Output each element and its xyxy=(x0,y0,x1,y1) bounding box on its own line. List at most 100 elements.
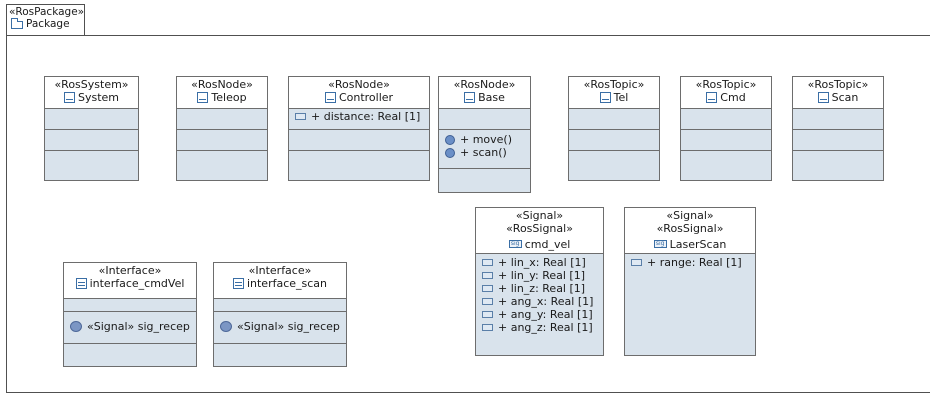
nested-compartment xyxy=(569,151,659,172)
attribute-compartment xyxy=(177,109,267,130)
class-name: Scan xyxy=(831,91,859,104)
attribute-row[interactable]: + ang_y: Real [1] xyxy=(476,308,603,321)
class-base[interactable]: «RosNode» Base + move() + scan() xyxy=(438,76,531,193)
class-system[interactable]: «RosSystem» System xyxy=(44,76,139,181)
class-name: Base xyxy=(478,91,505,104)
package-icon xyxy=(11,18,23,29)
operation-compartment xyxy=(681,130,771,151)
class-stereotype: «RosTopic» xyxy=(583,78,645,91)
reception-compartment: «Signal» sig_recep xyxy=(214,312,346,344)
attribute-compartment: + distance: Real [1] xyxy=(289,109,429,130)
attribute-row[interactable]: + ang_z: Real [1] xyxy=(476,321,603,334)
attribute-label: + distance: Real [1] xyxy=(311,110,421,123)
class-stereotype: «RosNode» xyxy=(328,78,390,91)
class-name: Cmd xyxy=(720,91,746,104)
operation-compartment xyxy=(289,130,429,151)
signal-name: cmd_vel xyxy=(524,237,571,251)
property-icon xyxy=(482,284,493,292)
attribute-label: + ang_x: Real [1] xyxy=(498,294,594,308)
property-icon xyxy=(482,271,493,279)
class-tel[interactable]: «RosTopic» Tel xyxy=(568,76,660,181)
property-icon xyxy=(482,258,493,266)
operation-icon xyxy=(445,134,455,145)
attribute-row[interactable]: + distance: Real [1] xyxy=(289,110,429,123)
attribute-compartment xyxy=(681,109,771,130)
property-icon xyxy=(482,310,493,318)
package-tab[interactable]: «RosPackage» Package xyxy=(6,4,85,35)
reception-label: «Signal» sig_recep xyxy=(237,320,340,333)
class-name: Controller xyxy=(338,91,394,104)
interface-icon xyxy=(75,278,87,289)
attribute-compartment xyxy=(45,109,138,130)
interface-icon xyxy=(232,278,244,289)
reception-row[interactable]: «Signal» sig_recep xyxy=(64,320,196,333)
package-stereotype: «RosPackage» xyxy=(9,6,85,18)
nested-compartment xyxy=(214,344,346,363)
class-cmd[interactable]: «RosTopic» Cmd xyxy=(680,76,772,181)
nested-compartment xyxy=(439,169,530,188)
interface-name: interface_scan xyxy=(246,277,328,290)
attribute-label: + range: Real [1] xyxy=(647,255,742,269)
class-stereotype: «RosTopic» xyxy=(695,78,757,91)
class-name: System xyxy=(77,91,120,104)
attribute-label: + lin_z: Real [1] xyxy=(498,281,586,295)
package-name: Package xyxy=(26,18,70,30)
attribute-compartment xyxy=(214,299,346,312)
class-teleop[interactable]: «RosNode» Teleop xyxy=(176,76,268,181)
attribute-compartment xyxy=(64,299,196,312)
signal-stereotype: «Signal» xyxy=(515,209,564,222)
class-icon xyxy=(63,92,75,103)
class-scan[interactable]: «RosTopic» Scan xyxy=(792,76,884,181)
property-icon xyxy=(295,113,306,120)
interface-scan[interactable]: «Interface» interface_scan «Signal» sig_… xyxy=(213,262,347,367)
operation-label: + move() xyxy=(460,133,513,146)
class-icon xyxy=(817,92,829,103)
class-icon xyxy=(464,92,476,103)
class-name: Tel xyxy=(613,91,629,104)
reception-icon xyxy=(220,321,232,332)
reception-compartment: «Signal» sig_recep xyxy=(64,312,196,344)
operation-compartment xyxy=(177,130,267,151)
attribute-row[interactable]: + lin_y: Real [1] xyxy=(476,269,603,282)
attribute-compartment: + range: Real [1] xyxy=(625,254,755,270)
signal-stereotype: «Signal» xyxy=(666,209,714,222)
nested-compartment xyxy=(793,151,883,172)
class-stereotype: «RosSystem» xyxy=(54,78,129,91)
operation-compartment xyxy=(793,130,883,151)
class-icon xyxy=(599,92,611,103)
signal-icon: sig xyxy=(508,240,522,248)
attribute-compartment xyxy=(439,109,530,130)
attribute-label: + lin_y: Real [1] xyxy=(498,268,586,282)
signal-name: LaserScan xyxy=(669,237,727,251)
attribute-row[interactable]: + lin_z: Real [1] xyxy=(476,282,603,295)
attribute-row[interactable]: + range: Real [1] xyxy=(625,256,755,269)
interface-cmdvel[interactable]: «Interface» interface_cmdVel «Signal» si… xyxy=(63,262,197,367)
signal-stereotype: «RosSignal» xyxy=(506,222,573,235)
class-icon xyxy=(324,92,336,103)
operation-label: + scan() xyxy=(460,146,507,159)
property-icon xyxy=(482,323,493,331)
attribute-row[interactable]: + lin_x: Real [1] xyxy=(476,256,603,269)
nested-compartment xyxy=(177,151,267,172)
class-name: Teleop xyxy=(211,91,247,104)
interface-stereotype: «Interface» xyxy=(248,264,312,277)
operation-row[interactable]: + move() xyxy=(439,133,530,146)
attribute-label: + ang_z: Real [1] xyxy=(498,320,593,334)
property-icon xyxy=(631,258,642,266)
attribute-compartment xyxy=(569,109,659,130)
attribute-compartment: + lin_x: Real [1] + lin_y: Real [1] + li… xyxy=(476,254,603,335)
nested-compartment xyxy=(64,344,196,363)
reception-label: «Signal» sig_recep xyxy=(87,320,190,333)
operation-row[interactable]: + scan() xyxy=(439,146,530,159)
nested-compartment xyxy=(289,151,429,172)
attribute-row[interactable]: + ang_x: Real [1] xyxy=(476,295,603,308)
attribute-label: + ang_y: Real [1] xyxy=(498,307,593,321)
class-controller[interactable]: «RosNode» Controller + distance: Real [1… xyxy=(288,76,430,181)
signal-icon: sig xyxy=(653,240,667,248)
signal-stereotype: «RosSignal» xyxy=(656,222,724,235)
operation-icon xyxy=(445,147,455,158)
class-icon xyxy=(197,92,209,103)
reception-row[interactable]: «Signal» sig_recep xyxy=(214,320,346,333)
